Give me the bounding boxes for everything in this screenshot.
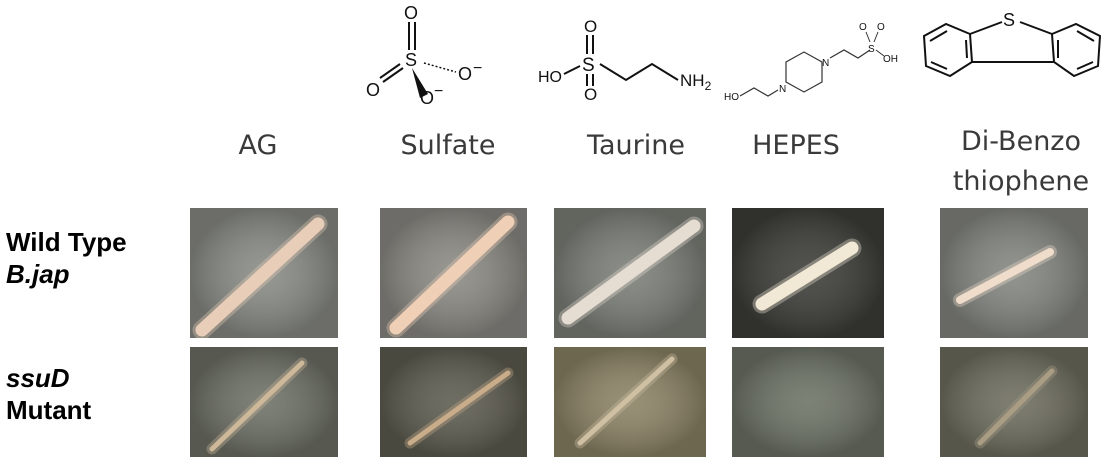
taurine-nh2: NH2 [680,71,712,93]
sulfate-s: S [405,50,417,70]
column-label-sulfate: Sulfate [400,130,496,161]
plate-photo-wild-type-5 [940,208,1088,338]
bacterial-streak [389,215,515,335]
bacterial-streak [209,360,305,452]
hepes-ho: HO [724,92,739,103]
sulfate-o-left: O [366,80,380,100]
dibenzothiophene-structure: S [922,10,1102,78]
column-label-dibenzothiophene: Di-Benzo thiophene [936,122,1106,202]
row-label-mutant: ssuD Mutant [6,362,91,426]
hepes-o1: O [859,22,867,33]
bacterial-streak [561,219,701,325]
column-label-dibenzothiophene-line1: Di-Benzo [960,126,1081,157]
row-label-wild-type: Wild Type B.jap [6,226,127,290]
row-label-mutant-line2: Mutant [6,395,92,425]
sulfate-minus-bottom: − [434,83,443,100]
plate-photo-mutant-2 [380,347,527,457]
plate-photo-mutant-4 [732,347,884,457]
column-label-dibenzothiophene-line2: thiophene [952,166,1090,197]
bacterial-streak [407,370,511,446]
sulfate-o-bottom: O [420,88,434,108]
sulfate-minus-right: − [473,60,482,77]
plate-photo-wild-type-1 [190,208,338,338]
bacterial-streak [956,248,1054,304]
plate-photo-mutant-3 [554,347,706,457]
bacterial-streak [755,241,859,311]
row-label-wild-type-line2: B.jap [6,259,70,289]
dibenzothiophene-s: S [1003,10,1015,30]
row-label-wild-type-line1: Wild Type [6,227,127,257]
plate-photo-wild-type-3 [554,208,706,338]
hepes-s: S [868,44,875,55]
bacterial-streak [977,368,1055,446]
column-label-hepes: HEPES [752,130,840,161]
taurine-structure: O S O HO NH2 [538,17,712,102]
row-label-mutant-line1: ssuD [6,363,70,393]
hepes-n1: N [779,84,786,95]
sulfate-o-top: O [404,3,418,23]
plate-photo-mutant-1 [190,347,338,457]
plate-photo-wild-type-4 [732,208,884,338]
hepes-structure: HO N N S O O OH [724,22,898,103]
bacterial-streak [195,217,325,337]
taurine-o-bottom: O [584,85,597,102]
column-label-ag: AG [238,130,278,161]
taurine-ho: HO [538,69,562,86]
taurine-o-top: O [584,17,597,36]
plate-photo-wild-type-2 [380,208,527,338]
sulfate-structure: O S O O − O − [366,3,482,108]
taurine-s: S [582,55,595,76]
plate-photo-mutant-5 [940,347,1088,457]
hepes-o2: O [877,22,885,33]
sulfate-o-right: O [458,64,472,84]
hepes-oh: OH [883,54,898,65]
bacterial-streak [577,356,675,446]
column-label-taurine: Taurine [586,130,685,161]
hepes-n2: N [822,58,829,69]
